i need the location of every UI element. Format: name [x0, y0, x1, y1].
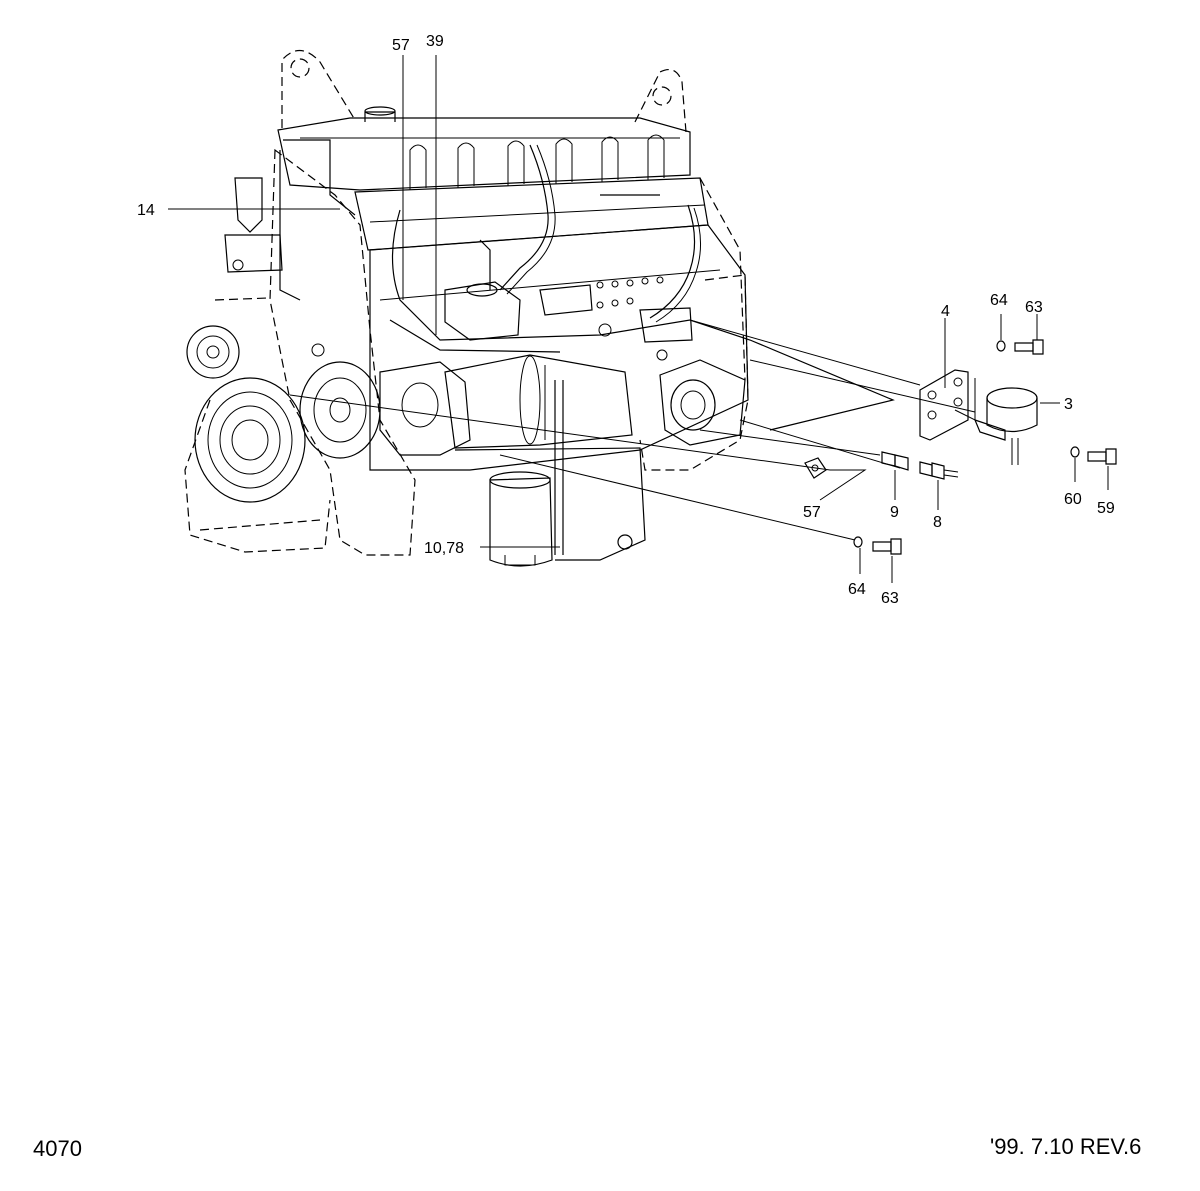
oil-filter: [489, 471, 553, 567]
callout-labels: 57 39 14 4 64 63 3 60 59 9 8 57 10,78 64…: [137, 33, 1115, 607]
water-pump: [379, 361, 471, 456]
idler-pulley: [186, 325, 240, 379]
sensor-part-9: [881, 451, 909, 471]
page-number: 4070: [33, 1136, 82, 1161]
fuel-lines: [279, 139, 702, 323]
crankshaft-pulley: [194, 377, 306, 503]
starter-motor: [444, 354, 633, 449]
revision-date: '99. 7.10 REV.6: [990, 1134, 1142, 1159]
fan-pulley: [299, 361, 381, 459]
callout-10-78: 10,78: [424, 540, 464, 557]
callout-57-top: 57: [392, 37, 410, 54]
callout-4: 4: [941, 303, 950, 320]
engine-block: [369, 224, 749, 471]
oil-pan: [454, 447, 646, 561]
timing-cover: [214, 148, 416, 556]
switch-part-8: [919, 461, 959, 480]
sensor-cluster: [539, 284, 693, 361]
rear-lifting-eye: [634, 69, 687, 133]
callout-63-bottom: 63: [881, 590, 899, 607]
callout-64-bottom: 64: [848, 581, 866, 598]
front-lifting-eye: [281, 49, 356, 128]
callout-8: 8: [933, 514, 942, 531]
callout-9: 9: [890, 504, 899, 521]
engine-assembly: [184, 49, 749, 567]
callout-3: 3: [1064, 396, 1073, 413]
callout-64-right: 64: [990, 292, 1008, 309]
front-engine-support: [184, 399, 331, 553]
bolt-part-59: [1087, 448, 1117, 465]
fuel-filter-head: [444, 281, 521, 341]
bolt-part-63-lower: [872, 538, 902, 555]
callout-63-right: 63: [1025, 299, 1043, 316]
callout-60: 60: [1064, 491, 1082, 508]
callout-57-bottom: 57: [803, 504, 821, 521]
exploded-parts: [804, 339, 1117, 555]
bolt-part-63-upper: [1014, 339, 1044, 355]
callout-14: 14: [137, 202, 155, 219]
valve-cover: [277, 106, 691, 191]
flywheel-housing: [639, 274, 749, 471]
front-breather: [224, 177, 283, 273]
washer-part-64-lower: [853, 536, 863, 548]
leader-lines: [168, 55, 1109, 583]
callout-59: 59: [1097, 500, 1115, 517]
washer-part-60: [1070, 446, 1080, 458]
bracket-plate-part-4: [919, 369, 969, 441]
washer-part-64-upper: [996, 340, 1006, 352]
wiring-harness: [389, 209, 895, 555]
callout-39: 39: [426, 33, 444, 50]
relay-part-3: [973, 387, 1038, 465]
